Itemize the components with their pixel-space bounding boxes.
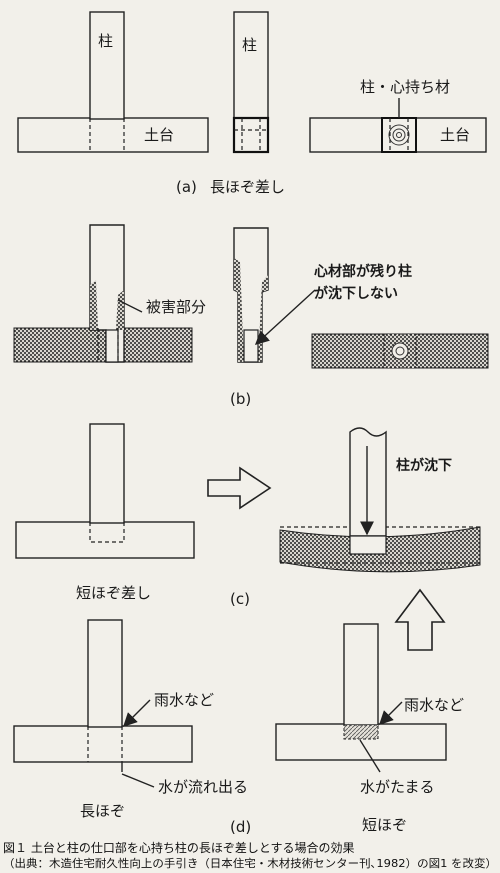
short-tenon-label: 短ほぞ差し — [76, 584, 151, 602]
growth-ring-outer — [388, 124, 410, 146]
post-c1 — [89, 423, 125, 524]
panel-d: 雨水など 水が流れ出る 長ほぞ 雨水など 水がたまる 短ほぞ (d) — [13, 619, 464, 836]
leader-water-out — [121, 773, 155, 788]
leader-damage — [117, 299, 143, 313]
post-core-label-a: 柱・心持ち材 — [360, 78, 450, 96]
figure-caption-line1: 図１ 土台と柱の仕口部を心持ち柱の長ほぞ差しとする場合の効果 — [3, 840, 354, 855]
long-tenon-label: 長ほぞ — [80, 802, 125, 820]
caption-a-text: 長ほぞ差し — [210, 178, 285, 196]
tenon-b1 — [105, 329, 119, 363]
core-label-line2: が沈下しない — [314, 285, 398, 302]
sill-label-a3: 土台 — [440, 126, 470, 144]
caption-b: (b) — [230, 390, 251, 408]
sill-c1 — [15, 521, 195, 559]
sill-a1 — [17, 117, 209, 153]
sink-label: 柱が沈下 — [396, 457, 452, 474]
figure-caption-line2: （出典：木造住宅耐久性向上の手引き（日本住宅・木材技術センター刊､1982）の図… — [3, 856, 497, 870]
core-label-line1: 心材部が残り柱 — [314, 263, 412, 280]
tenon-section-a2 — [232, 116, 270, 154]
sill-d1 — [13, 725, 193, 763]
post-d1 — [87, 619, 123, 728]
sill-label-a1: 土台 — [144, 126, 174, 144]
post-d2 — [343, 623, 379, 726]
caption-d: (d) — [230, 818, 251, 836]
arrow-rain-d1 — [123, 699, 151, 727]
damaged-sill-b1 — [13, 327, 193, 363]
post-plan-a3 — [381, 117, 417, 153]
water-out-label: 水が流れ出る — [158, 778, 248, 796]
pooled-water-d2 — [343, 724, 379, 740]
panel-a: 柱 土台 柱 柱・心持ち材 土台 (a) 長ほぞ差し — [17, 11, 487, 196]
post-a2 — [233, 11, 269, 119]
post-c2 — [349, 427, 387, 537]
core-b2 — [243, 329, 259, 363]
short-tenon-label-d: 短ほぞ — [362, 816, 407, 834]
rain-label-d2: 雨水など — [404, 696, 464, 714]
caption-a: (a) — [176, 178, 197, 196]
short-tenon-c2 — [349, 535, 387, 555]
rain-label-d1: 雨水など — [154, 691, 214, 709]
post-a1 — [89, 11, 125, 120]
water-pool-label: 水がたまる — [360, 778, 435, 796]
panel-b: 被害部分 心材部が残り柱 が沈下しない (b) — [13, 224, 489, 408]
transition-arrow-up — [394, 588, 446, 651]
damage-label: 被害部分 — [146, 298, 206, 316]
post-label-a2: 柱 — [242, 36, 257, 54]
arrow-core-b — [254, 289, 316, 345]
leader-water-pool — [359, 739, 381, 773]
post-label-a1: 柱 — [98, 32, 113, 50]
transition-arrow-c — [207, 466, 272, 510]
arrow-rain-d2 — [379, 701, 403, 725]
core-plan-b3 — [391, 342, 409, 360]
panel-c: 短ほぞ差し 柱が沈下 (c) — [15, 423, 481, 608]
caption-c: (c) — [230, 590, 250, 608]
